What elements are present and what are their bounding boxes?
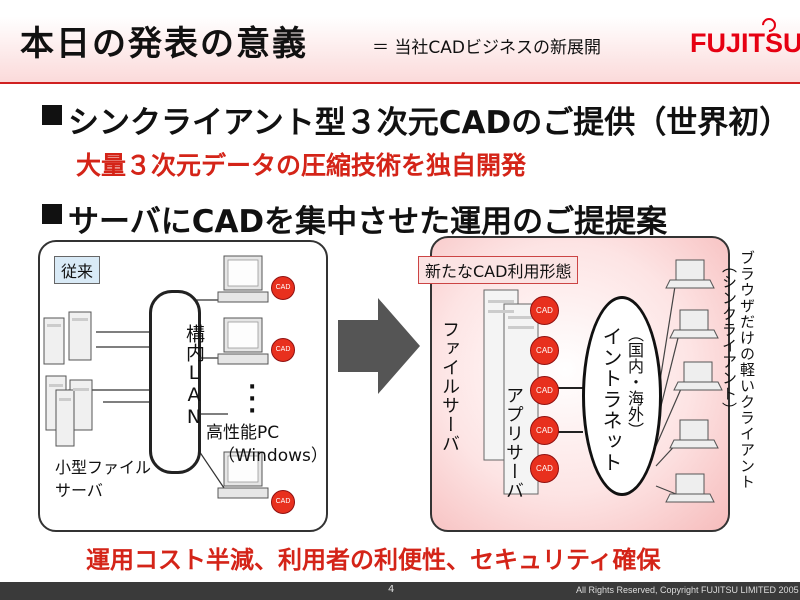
ellipsis-dots: ··· xyxy=(248,375,257,424)
cad-badge: CAD xyxy=(530,336,559,365)
cad-badge: CAD xyxy=(271,490,295,514)
intranet-label: イントラネット xyxy=(599,326,623,473)
small-file-server-label: 小型ファイルサーバ xyxy=(55,458,152,500)
thin-client-label: ブラウザだけの軽いクライアント xyxy=(738,250,756,490)
transition-arrow-icon xyxy=(338,298,420,394)
benefit-summary: 運用コスト半減、利用者の利便性、セキュリティ確保 xyxy=(86,546,661,574)
bullet-thin-client: シンクライアント型３次元CADのご提供（世界初） xyxy=(68,105,791,141)
cad-badge: CAD xyxy=(271,338,295,362)
lan-pill xyxy=(149,290,201,474)
cad-badge: CAD xyxy=(530,296,559,325)
page-number: 4 xyxy=(388,584,395,595)
footer-bar xyxy=(0,582,800,600)
cad-badge: CAD xyxy=(530,454,559,483)
fujitsu-logo: FUJITSU xyxy=(690,28,800,58)
intranet-scope-label: （国内・海外） xyxy=(625,326,644,438)
file-server-label: ファイルサーバ xyxy=(439,320,460,453)
header-band xyxy=(0,0,800,84)
intranet-ellipse xyxy=(582,296,662,496)
cad-badge: CAD xyxy=(530,416,559,445)
new-usage-label: 新たなCAD利用形態 xyxy=(418,256,579,284)
page-subtitle: ＝ 当社CADビジネスの新展開 xyxy=(372,38,601,58)
bullet-square-icon xyxy=(42,105,62,125)
high-performance-pc-label: 高性能PC xyxy=(206,423,280,443)
cad-badge: CAD xyxy=(271,276,295,300)
cad-badge: CAD xyxy=(530,376,559,405)
app-server-label: アプリサーバ xyxy=(503,386,524,500)
windows-label: （Windows） xyxy=(218,446,328,466)
bullet-server-centric: サーバにCADを集中させた運用のご提提案 xyxy=(68,204,668,240)
page-title: 本日の発表の意義 xyxy=(20,24,308,64)
bullet-compression: 大量３次元データの圧縮技術を独自開発 xyxy=(76,151,527,180)
thin-client-sublabel: （シンクライアント） xyxy=(720,258,738,418)
new-usage-diagram-art xyxy=(483,259,723,503)
copyright-notice: All Rights Reserved, Copyright FUJITSU L… xyxy=(576,585,799,595)
conventional-label: 従来 xyxy=(54,256,101,284)
bullet-square-icon xyxy=(42,204,62,224)
lan-label: 構内LAN xyxy=(183,324,205,428)
conventional-diagram-art xyxy=(43,255,269,499)
